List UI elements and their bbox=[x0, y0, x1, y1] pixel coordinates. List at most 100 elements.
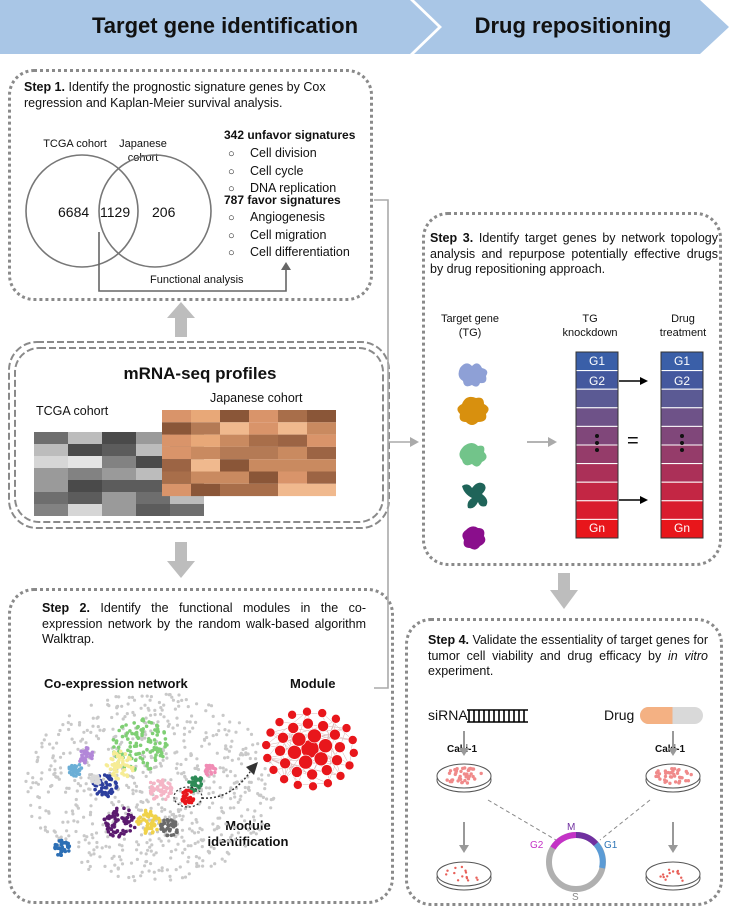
cluster-node bbox=[199, 783, 203, 788]
network-node bbox=[59, 771, 63, 775]
cluster-node bbox=[145, 747, 149, 752]
network-node bbox=[147, 708, 151, 712]
cluster-node bbox=[77, 763, 82, 767]
network-node bbox=[115, 712, 119, 716]
network-node bbox=[196, 830, 200, 834]
network-node bbox=[72, 819, 76, 823]
network-node bbox=[195, 764, 200, 768]
network-node bbox=[184, 757, 188, 762]
cell-colony bbox=[676, 869, 680, 873]
network-node bbox=[92, 852, 96, 856]
heatmap-cell bbox=[249, 422, 278, 435]
network-node bbox=[253, 809, 257, 813]
network-node bbox=[77, 840, 81, 844]
heatmap-cell bbox=[220, 446, 249, 460]
network-node bbox=[62, 751, 66, 756]
network-node bbox=[144, 716, 148, 720]
cluster-node bbox=[167, 828, 172, 833]
network-node bbox=[38, 805, 42, 810]
network-node bbox=[161, 843, 165, 848]
network-node bbox=[101, 823, 105, 827]
cluster-node bbox=[156, 816, 161, 821]
heatmap-cell bbox=[220, 422, 249, 435]
network-node bbox=[26, 771, 30, 776]
cluster-node bbox=[157, 747, 161, 751]
step1-label: Step 1. bbox=[24, 80, 65, 94]
drug-g2: G2 bbox=[673, 374, 690, 388]
network-node bbox=[212, 774, 216, 778]
module-edge bbox=[322, 712, 353, 741]
module-node bbox=[291, 766, 303, 778]
heatmap-cell bbox=[34, 432, 68, 444]
network-node bbox=[53, 830, 57, 834]
japanese-cohort-label: Japanese cohort bbox=[210, 391, 303, 405]
network-node bbox=[54, 775, 58, 779]
cluster-node bbox=[104, 763, 109, 767]
network-node bbox=[168, 693, 172, 697]
network-node bbox=[123, 715, 127, 719]
drug-capsule-icon bbox=[640, 707, 703, 724]
heatmap-cell bbox=[68, 456, 102, 468]
module-node bbox=[268, 765, 279, 775]
cluster-node bbox=[115, 769, 119, 774]
network-node bbox=[83, 838, 87, 842]
module-node bbox=[344, 760, 355, 771]
cluster-node bbox=[145, 764, 149, 768]
drug-gn: Gn bbox=[673, 521, 690, 535]
network-node bbox=[241, 753, 245, 757]
ellipsis-dot bbox=[680, 434, 684, 438]
cluster-node bbox=[124, 723, 128, 727]
network-node bbox=[100, 846, 104, 850]
network-node bbox=[96, 715, 100, 719]
heatmap-cell bbox=[249, 483, 278, 497]
network-node bbox=[234, 730, 238, 734]
heatmap-cell bbox=[191, 434, 220, 447]
network-node bbox=[195, 861, 199, 866]
network-node bbox=[120, 862, 125, 866]
network-node bbox=[46, 790, 51, 794]
network-node bbox=[223, 728, 227, 732]
heatmap-cell bbox=[191, 483, 220, 497]
cluster-node bbox=[208, 763, 212, 768]
network-node bbox=[140, 870, 144, 874]
network-node bbox=[189, 844, 193, 848]
cell-colony bbox=[464, 871, 468, 874]
network-node bbox=[169, 878, 173, 882]
right-header-arrow bbox=[414, 0, 729, 54]
network-node bbox=[136, 843, 141, 847]
network-node bbox=[183, 806, 187, 811]
knockdown-column bbox=[575, 351, 619, 539]
cluster-node bbox=[141, 750, 146, 755]
column-border bbox=[660, 351, 704, 539]
cluster-node bbox=[62, 841, 66, 845]
network-node bbox=[150, 843, 154, 847]
network-node bbox=[181, 814, 185, 818]
network-node bbox=[180, 876, 185, 880]
cluster-node bbox=[205, 768, 209, 773]
cell-colony bbox=[680, 876, 683, 879]
cluster-node bbox=[186, 796, 191, 800]
module-node bbox=[307, 728, 322, 744]
network-node bbox=[127, 695, 131, 700]
sirna-arrow-head bbox=[459, 748, 469, 756]
cell-colony bbox=[681, 879, 684, 882]
phase-m-label: M bbox=[567, 822, 576, 833]
cluster-node bbox=[65, 845, 70, 849]
network-node bbox=[144, 852, 148, 856]
network-node bbox=[143, 703, 147, 707]
heatmap-cell bbox=[102, 480, 136, 492]
network-node bbox=[200, 845, 204, 849]
module-edge bbox=[266, 735, 315, 746]
network-node bbox=[246, 727, 250, 731]
cluster-node bbox=[152, 738, 157, 742]
network-node bbox=[180, 698, 184, 703]
network-node bbox=[168, 810, 172, 814]
network-node bbox=[176, 842, 180, 846]
network-node bbox=[216, 824, 220, 829]
cluster-node bbox=[56, 853, 60, 857]
network-node bbox=[175, 723, 180, 727]
cluster-node bbox=[124, 829, 128, 834]
cluster-node bbox=[60, 845, 65, 850]
module-edge bbox=[266, 711, 308, 746]
network-node bbox=[61, 820, 65, 824]
